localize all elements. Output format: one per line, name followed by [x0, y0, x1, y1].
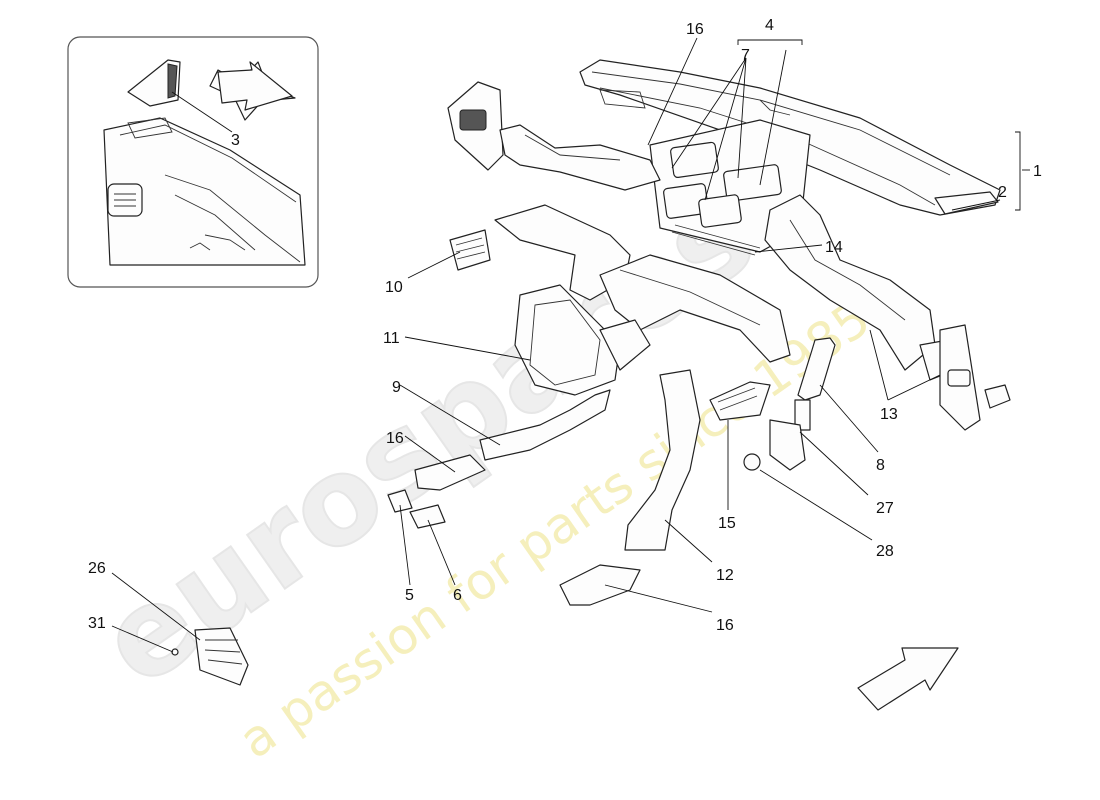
callout-9: 9 — [392, 379, 401, 396]
callout-12: 12 — [716, 567, 734, 584]
callout-15: 15 — [718, 515, 736, 532]
callout-10: 10 — [385, 279, 403, 296]
direction-arrow-icon — [857, 647, 959, 711]
callout-31: 31 — [88, 615, 106, 632]
callout-2: 2 — [998, 184, 1007, 201]
hose-8 — [794, 337, 836, 431]
callout-7: 7 — [741, 47, 750, 64]
callout-16-upper: 16 — [386, 430, 404, 447]
floor-duct-9 — [387, 389, 611, 529]
callout-8: 8 — [876, 457, 885, 474]
callout-14: 14 — [825, 239, 843, 256]
callout-28: 28 — [876, 543, 894, 560]
inset-detail — [67, 36, 319, 288]
callout-4: 4 — [765, 17, 774, 34]
leader-lines — [111, 37, 1030, 653]
callout-6: 6 — [453, 587, 462, 604]
vent-15 — [709, 381, 771, 421]
callout-29: 16 — [686, 21, 704, 38]
center-stack-frame — [514, 284, 651, 396]
rear-vent-26 — [171, 627, 249, 686]
callout-11: 11 — [383, 330, 400, 347]
callout-5: 5 — [405, 587, 414, 604]
callout-labels: 16 4 7 1 2 3 14 10 11 9 16 13 8 27 15 28… — [88, 17, 1042, 634]
callout-13: 13 — [880, 406, 898, 423]
callout-3: 3 — [231, 132, 240, 149]
left-upper-duct — [447, 81, 661, 191]
callout-26: 26 — [88, 560, 106, 577]
callout-16-lower: 16 — [716, 617, 734, 634]
callout-27: 27 — [876, 500, 894, 517]
direction-arrow-icon — [217, 61, 293, 111]
floor-duct-12 — [559, 369, 701, 606]
right-side-duct — [764, 194, 1011, 431]
bracket-27-28 — [743, 419, 806, 471]
vent-10 — [449, 229, 491, 271]
callout-1: 1 — [1033, 163, 1042, 180]
